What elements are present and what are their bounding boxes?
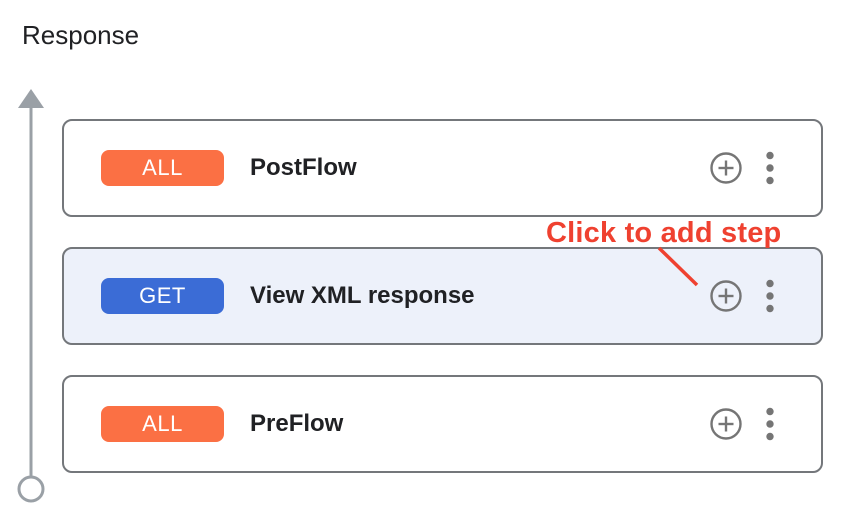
flow-card-label: PostFlow xyxy=(250,154,357,181)
plus-circle-icon xyxy=(710,408,742,440)
method-badge: ALL xyxy=(101,406,224,442)
page-title: Response xyxy=(22,20,140,50)
kebab-menu-icon xyxy=(766,279,774,313)
flow-card-view-xml-response[interactable]: GET View XML response xyxy=(62,247,823,345)
card-actions xyxy=(709,406,775,442)
annotation-click-to-add-step: Click to add step xyxy=(546,217,782,249)
card-actions xyxy=(709,150,775,186)
plus-circle-icon xyxy=(710,280,742,312)
method-badge: GET xyxy=(101,278,224,314)
flow-card-list: ALL PostFlow xyxy=(62,119,823,473)
more-options-button[interactable] xyxy=(765,278,775,314)
add-step-button[interactable] xyxy=(709,407,743,441)
flow-card-postflow[interactable]: ALL PostFlow xyxy=(62,119,823,217)
add-step-button[interactable] xyxy=(709,279,743,313)
kebab-menu-icon xyxy=(766,151,774,185)
flow-card-preflow[interactable]: ALL PreFlow xyxy=(62,375,823,473)
method-badge: ALL xyxy=(101,150,224,186)
flow-card-label: View XML response xyxy=(250,282,475,309)
up-arrow-icon xyxy=(18,89,44,108)
more-options-button[interactable] xyxy=(765,406,775,442)
plus-circle-icon xyxy=(710,152,742,184)
card-actions xyxy=(709,278,775,314)
open-circle-icon xyxy=(17,475,45,503)
add-step-button[interactable] xyxy=(709,151,743,185)
more-options-button[interactable] xyxy=(765,150,775,186)
flow-card-label: PreFlow xyxy=(250,410,344,437)
flow-direction-rail xyxy=(17,89,45,503)
kebab-menu-icon xyxy=(766,407,774,441)
